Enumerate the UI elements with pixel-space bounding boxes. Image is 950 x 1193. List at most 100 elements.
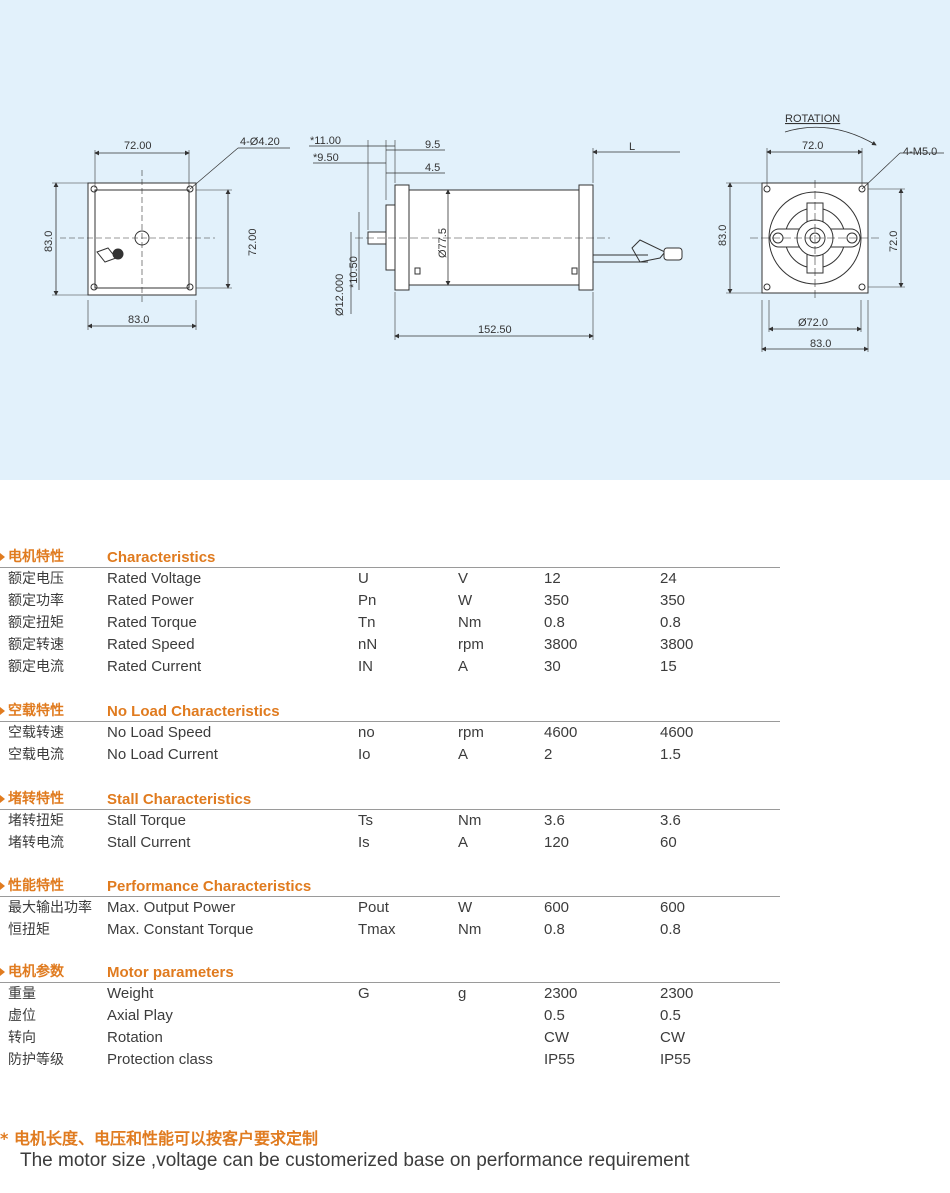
footnote-en: The motor size ,voltage can be customeri… (20, 1150, 690, 1171)
section-title-en: No Load Characteristics (107, 703, 280, 720)
param-symbol: IN (358, 658, 373, 675)
param-name-cn: 防护等级 (8, 1052, 64, 1068)
section-title-cn: 性能特性 (8, 878, 64, 894)
front-width-top-label: 72.00 (124, 140, 152, 152)
param-name-en: Weight (107, 985, 154, 1002)
bullet-icon (0, 968, 5, 976)
value-24v: 4600 (660, 724, 694, 741)
value-24v: 2300 (660, 985, 694, 1002)
section-header: 空载特性 No Load Characteristics (0, 701, 780, 722)
param-unit: Nm (458, 921, 482, 938)
value-12v: 0.8 (544, 921, 565, 938)
value-12v: 350 (544, 592, 570, 609)
value-12v: 0.5 (544, 1007, 565, 1024)
value-24v: 0.5 (660, 1007, 681, 1024)
value-12v: 2300 (544, 985, 578, 1002)
bullet-icon (0, 795, 5, 803)
param-name-en: Stall Torque (107, 812, 186, 829)
value-12v: 600 (544, 899, 570, 916)
param-symbol: Pn (358, 592, 377, 609)
param-unit: W (458, 592, 473, 609)
side-length-label: L (629, 141, 635, 153)
value-12v: 12 (544, 570, 561, 587)
param-name-cn: 重量 (8, 986, 36, 1002)
param-unit: V (458, 570, 469, 587)
param-name-cn: 虚位 (8, 1008, 36, 1024)
value-24v: 3800 (660, 636, 694, 653)
param-symbol: Is (358, 834, 370, 851)
value-12v: 120 (544, 834, 570, 851)
param-unit: Nm (458, 812, 482, 829)
param-name-en: Max. Output Power (107, 899, 236, 916)
front-holes-label: 4-Ø4.20 (240, 136, 280, 148)
param-name-cn: 转向 (8, 1030, 36, 1046)
section-title-cn: 电机参数 (8, 964, 64, 980)
value-24v: 3.6 (660, 812, 681, 829)
param-name-cn: 额定电压 (8, 571, 64, 587)
section-title-cn: 堵转特性 (8, 791, 64, 807)
param-symbol: U (358, 570, 369, 587)
param-unit: A (458, 658, 469, 675)
section-title-cn: 空载特性 (8, 703, 64, 719)
param-name-cn: 额定电流 (8, 659, 64, 675)
param-unit: W (458, 899, 473, 916)
value-12v: 0.8 (544, 614, 565, 631)
value-12v: IP55 (544, 1051, 575, 1068)
param-name-en: No Load Current (107, 746, 218, 763)
param-name-cn: 额定扭矩 (8, 615, 64, 631)
param-symbol: nN (358, 636, 378, 653)
param-name-en: Rotation (107, 1029, 163, 1046)
side-shaft-diameter-label: Ø12.000 (334, 274, 346, 316)
param-name-cn: 堵转电流 (8, 835, 64, 851)
param-name-en: Rated Current (107, 658, 202, 675)
value-12v: 3.6 (544, 812, 565, 829)
rear-diameter-label: Ø72.0 (798, 317, 828, 329)
value-12v: 2 (544, 746, 553, 763)
param-symbol: Pout (358, 899, 389, 916)
value-24v: 60 (660, 834, 677, 851)
bullet-icon (0, 553, 5, 561)
param-symbol: Tmax (358, 921, 396, 938)
param-name-cn: 空载电流 (8, 747, 64, 763)
param-unit: A (458, 746, 469, 763)
param-name-en: Max. Constant Torque (107, 921, 254, 938)
section-title-en: Stall Characteristics (107, 791, 252, 808)
front-height-left-label: 83.0 (43, 231, 55, 252)
front-height-right-label: 72.00 (247, 228, 259, 256)
side-dim-c-label: 9.5 (425, 139, 440, 151)
technical-drawing-panel: 72.00 4-Ø4.20 83.0 72.00 83.0 *11.00 *9.… (0, 0, 950, 480)
value-24v: 350 (660, 592, 686, 609)
param-unit: rpm (458, 636, 484, 653)
rotation-label: ROTATION (785, 113, 840, 125)
rear-threads-label: 4-M5.0 (903, 146, 937, 158)
side-dim-d-label: 4.5 (425, 162, 440, 174)
section-header: 堵转特性 Stall Characteristics (0, 789, 780, 810)
param-name-en: Rated Torque (107, 614, 197, 631)
param-unit: A (458, 834, 469, 851)
bullet-icon (0, 882, 5, 890)
param-name-cn: 空载转速 (8, 725, 64, 741)
value-24v: 24 (660, 570, 677, 587)
param-name-en: No Load Speed (107, 724, 212, 741)
value-12v: 4600 (544, 724, 578, 741)
value-24v: IP55 (660, 1051, 691, 1068)
param-name-en: Rated Power (107, 592, 194, 609)
dimension-drawing: 72.00 4-Ø4.20 83.0 72.00 83.0 *11.00 *9.… (43, 113, 944, 352)
param-unit: g (458, 985, 467, 1002)
spec-section: 空载特性 No Load Characteristics 空载转速 No Load S… (0, 701, 780, 766)
rear-width-bottom-label: 83.0 (810, 338, 831, 350)
param-unit: Nm (458, 614, 482, 631)
